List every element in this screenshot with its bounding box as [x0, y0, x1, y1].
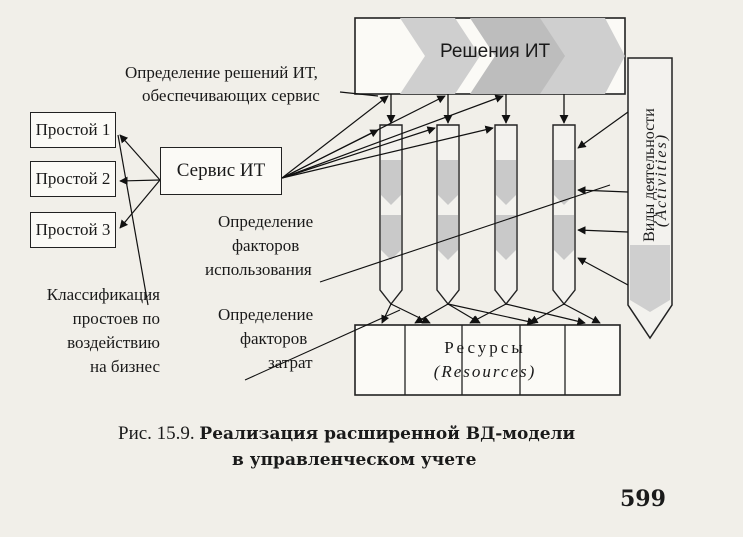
cost-factors-line2: факторов — [240, 329, 308, 348]
downtime-label-2: Простой 2 — [35, 169, 111, 188]
downtime-arrows — [117, 134, 161, 306]
it-solutions-label: Решения ИТ — [440, 41, 551, 62]
chevron-column-2 — [436, 124, 460, 306]
figure-caption-line1: Рис. 15.9. Реализация расширенной ВД-мод… — [118, 423, 575, 445]
chevron-column-3 — [494, 124, 518, 306]
chevron-column-4 — [552, 124, 576, 306]
it-service-label: Сервис ИТ — [176, 160, 266, 181]
classification-line4: на бизнес — [90, 357, 160, 376]
downtime-box-3: Простой 3 — [30, 212, 116, 248]
classification-line3: воздействию — [67, 333, 160, 352]
cost-factors-line3: затрат — [268, 353, 313, 372]
classification-line1: Классификация — [46, 285, 160, 304]
it-solutions-definition-line2: обеспечивающих сервис — [142, 86, 320, 105]
activities-band — [627, 57, 673, 340]
downtime-box-1: Простой 1 — [30, 112, 116, 148]
activity-arrows — [577, 111, 629, 286]
it-solutions-band — [354, 17, 626, 95]
figure-caption-prefix: Рис. 15.9. — [118, 423, 195, 444]
resources-label: Ресурсы — [444, 338, 526, 357]
resources-label-en: (Resources) — [433, 362, 537, 381]
it-solutions-definition-line1: Определение решений ИТ, — [125, 63, 318, 82]
activities-label-en: (Activities) — [653, 132, 670, 228]
usage-factors-line3: использования — [205, 260, 312, 279]
resources-box — [354, 324, 621, 396]
resource-arrows — [381, 303, 601, 326]
leader-lines — [244, 184, 611, 381]
solution-arrows — [386, 94, 569, 124]
classification-line2: простоев по — [72, 309, 160, 328]
page-number: 599 — [620, 486, 666, 512]
it-service-box: Сервис ИТ — [160, 147, 282, 195]
figure-caption-title-2: в управленческом учете — [232, 450, 477, 470]
service-arrows — [281, 91, 504, 179]
figure-caption-title: Реализация расширенной ВД-модели — [199, 424, 576, 444]
downtime-box-2: Простой 2 — [30, 161, 116, 197]
cost-factors-line1: Определение — [218, 305, 314, 324]
chevron-column-1 — [379, 124, 403, 306]
usage-factors-line1: Определение — [218, 212, 314, 231]
usage-factors-line2: факторов — [232, 236, 300, 255]
downtime-label-1: Простой 1 — [35, 120, 111, 139]
figure-caption-line2: в управленческом учете — [232, 449, 476, 471]
downtime-label-3: Простой 3 — [35, 220, 111, 239]
